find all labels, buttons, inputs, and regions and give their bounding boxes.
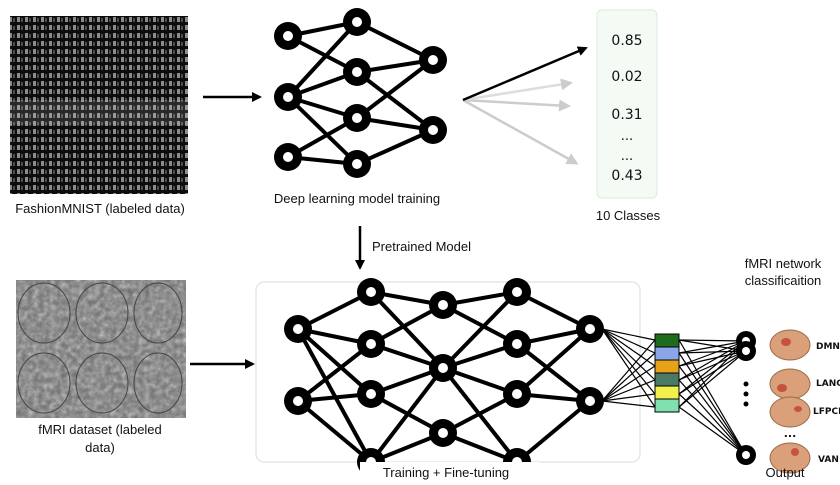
class-score-ellipsis: ... (621, 149, 633, 164)
brain-icon-van (769, 442, 811, 474)
classifier-lines (678, 339, 747, 456)
class-score: 0.85 (611, 33, 642, 49)
feature-fanin-lines (601, 328, 656, 408)
output-arrows (462, 46, 588, 165)
output-nodes (736, 331, 756, 465)
feature-cell (654, 333, 680, 348)
feature-cell (654, 385, 680, 400)
feature-cell (654, 346, 680, 361)
fmri-dataset-label-line1: fMRI dataset (labeled (38, 422, 162, 437)
class-output-box: 0.85 0.02 0.31 ... ... 0.43 (596, 9, 658, 199)
class-score: 0.43 (611, 168, 642, 184)
brain-icon-lfpcn (769, 396, 811, 428)
finetune-nodes (284, 278, 604, 476)
network-label-lfpcn: LFPCN (813, 407, 840, 417)
classes-caption: 10 Classes (596, 208, 661, 223)
pretrain-model-label: Deep learning model training (274, 191, 440, 206)
fmri-dataset-label-line2: data) (85, 440, 115, 455)
fmri-dataset-image (16, 280, 186, 418)
network-label-van: VAN (818, 455, 839, 465)
pretrain-nodes (274, 8, 447, 178)
finetune-label: Training + Fine-tuning (383, 465, 509, 480)
classification-title-line2: classificaition (745, 273, 822, 288)
pretrained-model-label: Pretrained Model (372, 239, 471, 254)
feature-cell (654, 359, 680, 374)
class-score: 0.31 (611, 107, 642, 123)
brain-icon-lang (769, 368, 811, 400)
class-score-ellipsis: ... (621, 129, 633, 144)
svg-text:...: ... (784, 427, 797, 440)
network-label-lang: LANG (816, 379, 840, 389)
classification-title-line1: fMRI network (745, 256, 822, 271)
pretrain-network (286, 20, 435, 166)
feature-vector (654, 333, 680, 413)
class-score: 0.02 (611, 69, 642, 85)
feature-cell (654, 398, 680, 413)
fashionmnist-image (10, 16, 188, 194)
brain-icon-dmn (769, 329, 811, 361)
brain-icons (769, 329, 811, 474)
feature-cell (654, 372, 680, 387)
fashionmnist-label: FashionMNIST (labeled data) (15, 201, 185, 216)
network-label-dmn: DMN (816, 342, 840, 352)
output-caption: Output (765, 465, 804, 480)
